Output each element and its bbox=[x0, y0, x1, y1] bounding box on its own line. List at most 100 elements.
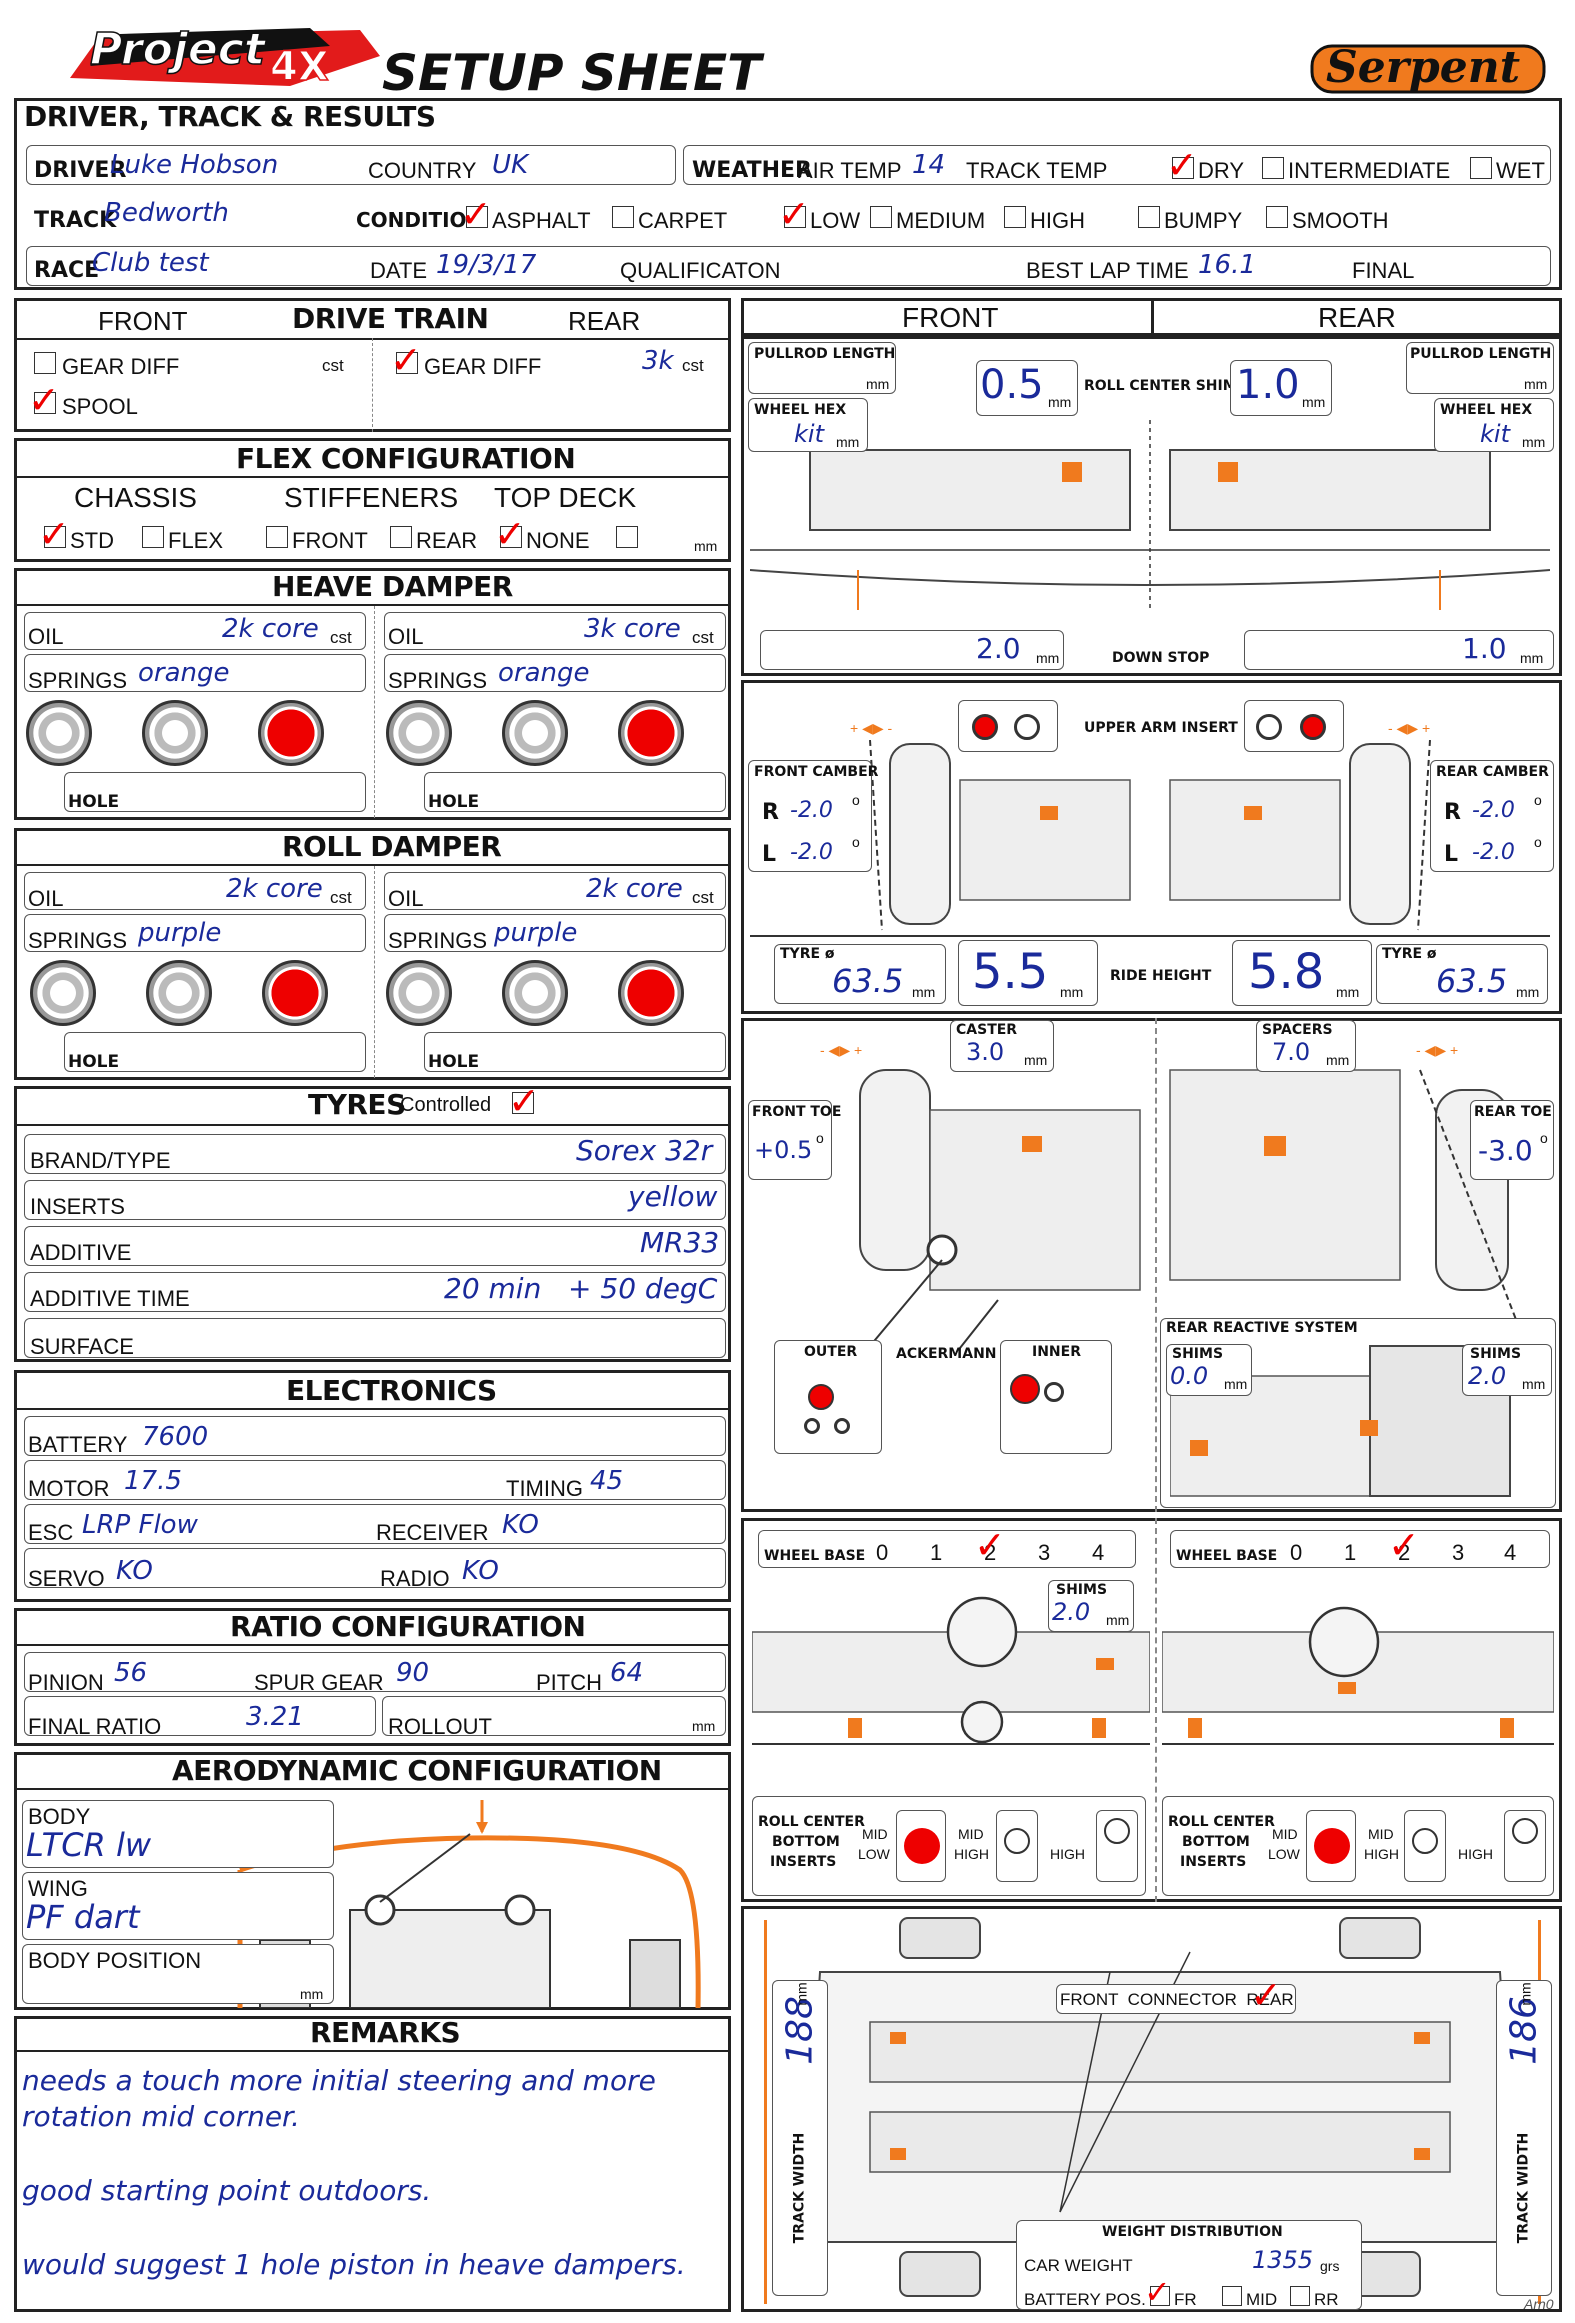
front-wb-option-2[interactable]: 2 bbox=[984, 1540, 997, 1565]
roll-rear-hole-field[interactable] bbox=[424, 1032, 726, 1072]
front-connector-field[interactable] bbox=[1056, 1984, 1296, 2014]
bumpy-checkbox[interactable] bbox=[1138, 206, 1160, 228]
front-ride-height-field[interactable] bbox=[958, 940, 1098, 1006]
heave-front-hole-field[interactable] bbox=[64, 772, 366, 812]
tyre-additive-field[interactable] bbox=[24, 1226, 726, 1266]
spool-checkbox[interactable] bbox=[34, 392, 56, 414]
rear-rc-mid-high-option[interactable] bbox=[1404, 1810, 1446, 1882]
roll-rear-piston-2[interactable] bbox=[502, 960, 568, 1026]
wing-field[interactable] bbox=[22, 1872, 334, 1940]
heave-rear-springs-field[interactable] bbox=[384, 654, 726, 692]
front-camber-field[interactable] bbox=[748, 760, 872, 872]
heave-rear-piston-3-selected[interactable] bbox=[618, 700, 684, 766]
top-deck-none-checkbox[interactable] bbox=[500, 526, 522, 548]
front-roll-center-shims-field[interactable] bbox=[976, 360, 1078, 416]
race-field[interactable] bbox=[26, 246, 1551, 286]
heave-rear-piston-2[interactable] bbox=[502, 700, 568, 766]
front-wb-option-1[interactable]: 1 bbox=[930, 1540, 943, 1565]
roll-front-piston-1[interactable] bbox=[30, 960, 96, 1026]
tyre-inserts-field[interactable] bbox=[24, 1180, 726, 1220]
rear-tyre-diameter-field[interactable] bbox=[1376, 944, 1548, 1004]
front-track-width-field[interactable] bbox=[772, 1980, 828, 2296]
reactive-shims-rear-field[interactable] bbox=[1462, 1344, 1552, 1396]
front-wb-option-4[interactable]: 4 bbox=[1092, 1540, 1105, 1565]
rear-pullrod-field[interactable] bbox=[1406, 342, 1554, 394]
wb-shims-field[interactable] bbox=[1048, 1580, 1134, 1632]
rear-down-stop-field[interactable] bbox=[1244, 630, 1554, 670]
battery-field[interactable] bbox=[24, 1416, 726, 1456]
roll-front-oil-field[interactable] bbox=[24, 872, 366, 910]
front-wheelbase-selector[interactable] bbox=[758, 1530, 1136, 1568]
roll-front-piston-3-selected[interactable] bbox=[262, 960, 328, 1026]
front-gear-diff-checkbox[interactable] bbox=[34, 352, 56, 374]
battery-pos-rr-checkbox[interactable] bbox=[1290, 2286, 1310, 2306]
heave-rear-piston-1[interactable] bbox=[386, 700, 452, 766]
esc-field[interactable] bbox=[24, 1504, 726, 1544]
roll-front-springs-field[interactable] bbox=[24, 914, 366, 952]
rear-roll-center-shims-field[interactable] bbox=[1230, 360, 1332, 416]
tyre-surface-field[interactable] bbox=[24, 1318, 726, 1358]
high-checkbox[interactable] bbox=[1004, 206, 1026, 228]
heave-front-springs-field[interactable] bbox=[24, 654, 366, 692]
front-wb-option-0[interactable]: 0 bbox=[876, 1540, 889, 1565]
heave-front-piston-2[interactable] bbox=[142, 700, 208, 766]
std-checkbox[interactable] bbox=[44, 526, 66, 548]
rear-wb-option-1[interactable]: 1 bbox=[1344, 1540, 1357, 1565]
body-position-field[interactable] bbox=[22, 1944, 334, 2004]
roll-front-hole-field[interactable] bbox=[64, 1032, 366, 1072]
front-down-stop-field[interactable] bbox=[760, 630, 1064, 670]
rollout-field[interactable] bbox=[382, 1696, 726, 1736]
heave-front-piston-1[interactable] bbox=[26, 700, 92, 766]
roll-front-piston-2[interactable] bbox=[146, 960, 212, 1026]
front-wb-option-3[interactable]: 3 bbox=[1038, 1540, 1051, 1565]
battery-pos-mid-checkbox[interactable] bbox=[1222, 2286, 1242, 2306]
driver-field[interactable] bbox=[26, 145, 676, 185]
spacers-field[interactable] bbox=[1256, 1020, 1356, 1072]
roll-rear-oil-field[interactable] bbox=[384, 872, 726, 910]
stiffener-front-checkbox[interactable] bbox=[266, 526, 288, 548]
heave-rear-hole-field[interactable] bbox=[424, 772, 726, 812]
low-checkbox[interactable] bbox=[784, 206, 806, 228]
front-toe-field[interactable] bbox=[748, 1100, 832, 1180]
front-pullrod-field[interactable] bbox=[748, 342, 896, 394]
gearing-field[interactable] bbox=[24, 1652, 726, 1692]
motor-field[interactable] bbox=[24, 1460, 726, 1500]
rear-toe-field[interactable] bbox=[1470, 1100, 1554, 1180]
final-ratio-field[interactable] bbox=[24, 1696, 376, 1736]
rear-wb-option-3[interactable]: 3 bbox=[1452, 1540, 1465, 1565]
caster-field[interactable] bbox=[950, 1020, 1054, 1072]
rear-wb-option-2[interactable]: 2 bbox=[1398, 1540, 1411, 1565]
heave-rear-oil-field[interactable] bbox=[384, 612, 726, 650]
top-deck-mm-checkbox[interactable] bbox=[616, 526, 638, 548]
tyre-additive-time-field[interactable] bbox=[24, 1272, 726, 1312]
servo-field[interactable] bbox=[24, 1548, 726, 1588]
heave-front-piston-3-selected[interactable] bbox=[258, 700, 324, 766]
rear-wheel-hex-field[interactable] bbox=[1434, 398, 1554, 452]
rear-wb-option-0[interactable]: 0 bbox=[1290, 1540, 1303, 1565]
roll-rear-springs-field[interactable] bbox=[384, 914, 726, 952]
smooth-checkbox[interactable] bbox=[1266, 206, 1288, 228]
front-tyre-diameter-field[interactable] bbox=[774, 944, 946, 1004]
dry-checkbox[interactable] bbox=[1172, 157, 1194, 179]
rear-wb-option-4[interactable]: 4 bbox=[1504, 1540, 1517, 1565]
rear-camber-field[interactable] bbox=[1430, 760, 1554, 872]
roll-rear-piston-3-selected[interactable] bbox=[618, 960, 684, 1026]
heave-front-oil-field[interactable] bbox=[24, 612, 366, 650]
intermediate-checkbox[interactable] bbox=[1262, 157, 1284, 179]
rear-wheelbase-selector[interactable] bbox=[1170, 1530, 1550, 1568]
rear-gear-diff-checkbox[interactable] bbox=[396, 352, 418, 374]
medium-checkbox[interactable] bbox=[870, 206, 892, 228]
body-field[interactable] bbox=[22, 1800, 334, 1868]
carpet-checkbox[interactable] bbox=[612, 206, 634, 228]
front-wheel-hex-field[interactable] bbox=[748, 398, 868, 452]
flex-checkbox[interactable] bbox=[142, 526, 164, 548]
tyres-controlled-checkbox[interactable] bbox=[512, 1092, 534, 1114]
stiffener-rear-checkbox[interactable] bbox=[390, 526, 412, 548]
roll-rear-piston-1[interactable] bbox=[386, 960, 452, 1026]
wet-checkbox[interactable] bbox=[1470, 157, 1492, 179]
rear-track-width-field[interactable] bbox=[1496, 1980, 1552, 2296]
weather-field[interactable] bbox=[683, 145, 1551, 185]
asphalt-checkbox[interactable] bbox=[466, 206, 488, 228]
tyre-brand-field[interactable] bbox=[24, 1134, 726, 1174]
rear-ride-height-field[interactable] bbox=[1232, 940, 1372, 1006]
